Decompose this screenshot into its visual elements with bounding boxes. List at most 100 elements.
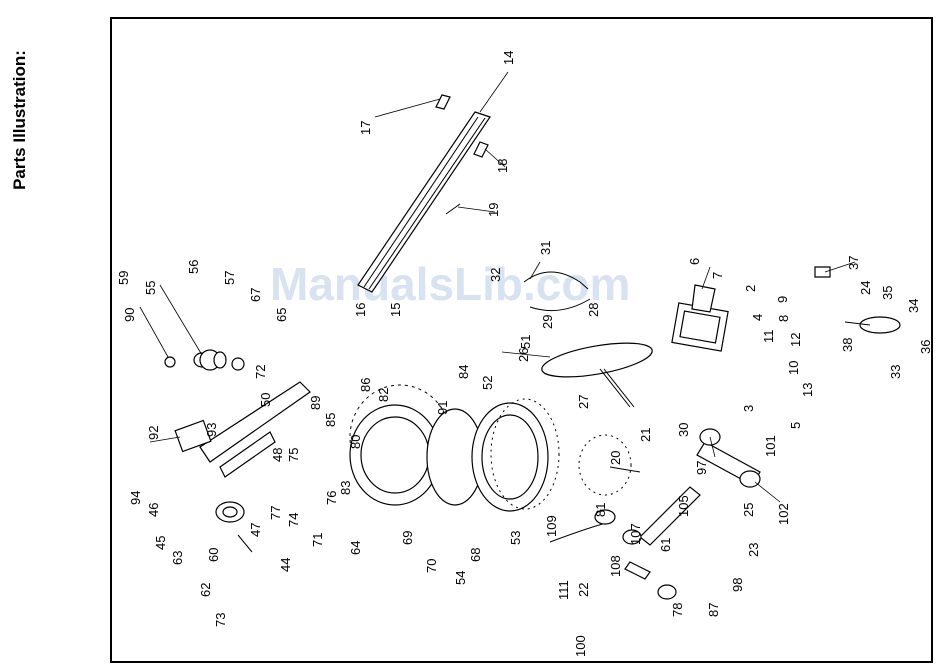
label-85: 85 [323,413,338,427]
label-74: 74 [286,513,301,527]
label-10: 10 [786,361,801,375]
label-73: 73 [213,613,228,627]
label-67: 67 [248,288,263,302]
label-65: 65 [274,308,289,322]
label-36: 36 [918,340,933,354]
label-109: 109 [544,515,559,537]
label-80: 80 [348,435,363,449]
label-63: 63 [170,551,185,565]
label-83: 83 [338,481,353,495]
label-8: 8 [776,315,791,322]
seat-part-26 [541,342,653,408]
exploded-parts-diagram: ManualsLib.com [116,51,933,657]
part-numbers: 14 17 18 19 16 15 31 32 28 29 6 7 2 9 8 … [116,51,933,657]
label-47: 47 [248,523,263,537]
label-28: 28 [586,303,601,317]
bolt-19 [445,203,461,215]
label-13: 13 [800,383,815,397]
label-53: 53 [508,531,523,545]
watermark-text: ManualsLib.com [270,258,630,310]
label-100: 100 [573,635,588,657]
label-52: 52 [480,376,495,390]
rail-part-14 [357,111,491,293]
label-57: 57 [222,271,237,285]
small-plate-17 [435,94,451,110]
label-38: 38 [840,338,855,352]
label-90: 90 [122,308,137,322]
label-98: 98 [730,578,745,592]
label-22: 22 [576,583,591,597]
label-51: 51 [518,335,533,349]
label-60: 60 [206,548,221,562]
pulley-stack [164,349,245,371]
label-107: 107 [628,523,643,545]
label-29: 29 [540,315,555,329]
label-89: 89 [308,396,323,410]
label-72: 72 [253,365,268,379]
label-94: 94 [128,491,143,505]
front-frame-assembly [174,381,311,553]
handle-part-31 [523,271,591,312]
page-title: Parts Illustration: [10,50,29,190]
label-18: 18 [495,159,510,173]
label-69: 69 [400,531,415,545]
label-33: 33 [888,365,903,379]
label-15: 15 [388,303,403,317]
label-14: 14 [501,51,516,65]
label-45: 45 [153,536,168,550]
label-61: 61 [658,538,673,552]
label-20: 20 [608,451,623,465]
label-87: 87 [706,603,721,617]
label-62: 62 [198,583,213,597]
label-35: 35 [880,286,895,300]
label-111: 111 [556,580,571,600]
label-16: 16 [353,303,368,317]
label-27: 27 [576,395,591,409]
label-86: 86 [358,378,373,392]
label-46: 46 [146,503,161,517]
label-32: 32 [488,268,503,282]
label-54: 54 [453,571,468,585]
label-56: 56 [186,260,201,274]
label-9: 9 [775,296,790,303]
label-25: 25 [741,503,756,517]
label-84: 84 [456,365,471,379]
label-44: 44 [278,558,293,572]
label-78: 78 [670,603,685,617]
label-105: 105 [676,495,691,517]
crank-arm-109 [549,466,641,543]
label-34: 34 [906,299,921,313]
label-76: 76 [324,491,339,505]
label-12: 12 [788,333,803,347]
seat-post-assembly [814,266,901,334]
label-48: 48 [270,448,285,462]
label-23: 23 [746,543,761,557]
label-64: 64 [348,541,363,555]
label-4: 4 [750,314,765,321]
label-17: 17 [358,121,373,135]
label-81: 81 [593,503,608,517]
label-102: 102 [776,503,791,525]
label-3: 3 [741,405,756,412]
flywheel-assembly [349,384,632,512]
label-108: 108 [608,555,623,577]
label-19: 19 [486,203,501,217]
label-11: 11 [761,330,776,344]
diagram-frame [110,17,933,663]
leader-lines [139,71,856,503]
small-plate-18 [473,141,489,158]
label-71: 71 [310,533,325,547]
label-6: 6 [687,258,702,265]
label-68: 68 [468,548,483,562]
label-37: 37 [846,256,861,270]
label-26: 26 [516,348,531,362]
label-92: 92 [146,426,161,440]
rear-stabilizer [622,428,761,600]
label-31: 31 [538,241,553,255]
label-7: 7 [710,272,725,279]
label-5: 5 [788,422,803,429]
label-59: 59 [116,271,131,285]
label-75: 75 [286,448,301,462]
label-91: 91 [435,401,450,415]
label-93: 93 [204,423,219,437]
